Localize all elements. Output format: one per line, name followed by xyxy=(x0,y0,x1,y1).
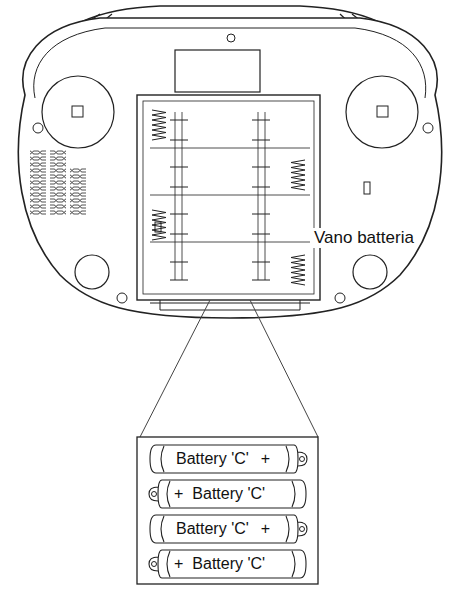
rubber-foot xyxy=(42,76,114,148)
housing-outline xyxy=(18,18,441,318)
polarity-sign: + xyxy=(261,450,270,468)
screw xyxy=(335,293,345,303)
contact xyxy=(155,222,161,232)
switch xyxy=(364,182,370,194)
battery-c: + Battery 'C' xyxy=(148,479,308,509)
battery-dividers xyxy=(150,148,310,242)
polarity-sign: + xyxy=(174,555,183,573)
battery-label: Battery 'C' xyxy=(176,520,249,538)
rubber-foot xyxy=(75,255,109,289)
screw xyxy=(33,123,43,133)
battery-compartment xyxy=(137,95,320,300)
foot-square xyxy=(72,106,83,117)
vent-slots xyxy=(50,150,66,216)
screw xyxy=(423,123,433,133)
polarity-sign: + xyxy=(174,485,183,503)
label-plate xyxy=(175,50,260,92)
compartment-latch xyxy=(150,300,310,310)
compartment-inner xyxy=(143,101,314,294)
screw xyxy=(227,34,235,42)
battery-c: + Battery 'C' xyxy=(148,549,308,579)
battery-clips xyxy=(170,120,270,280)
battery-rails xyxy=(175,112,265,280)
rubber-foot xyxy=(353,255,387,289)
vent-slots xyxy=(70,168,86,216)
battery-label: Battery 'C' xyxy=(176,450,249,468)
foot-square xyxy=(377,106,388,117)
zoom-box xyxy=(137,437,318,584)
zoom-lines xyxy=(140,300,318,437)
battery-label: Battery 'C' xyxy=(192,485,265,503)
screw xyxy=(117,293,127,303)
battery-c: Battery 'C' + xyxy=(148,514,308,544)
housing-lip xyxy=(34,28,426,98)
part-label: Vano batteria xyxy=(312,228,416,248)
vent-slots xyxy=(30,150,46,216)
battery-c: Battery 'C' + xyxy=(148,444,308,474)
battery-label: Battery 'C' xyxy=(192,555,265,573)
battery-springs xyxy=(152,110,305,285)
polarity-sign: + xyxy=(261,520,270,538)
rubber-foot xyxy=(346,76,418,148)
